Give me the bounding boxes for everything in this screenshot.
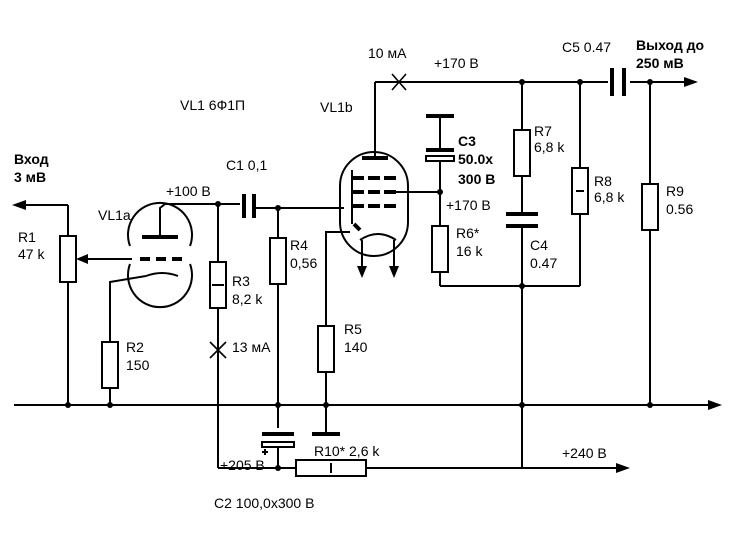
r5-value: 140: [344, 339, 368, 355]
r1-value: 47 k: [18, 246, 45, 262]
resistor-r2: [101, 341, 119, 389]
input-section: [12, 200, 132, 408]
resistor-r5: [317, 325, 335, 373]
tube-vl1a: [109, 201, 193, 342]
tube-vl1b: [325, 151, 440, 326]
resistor-r6: [431, 225, 449, 273]
capacitor-c2: [261, 432, 295, 468]
output-title: Выход до: [636, 37, 704, 53]
capacitor-c1: [242, 194, 344, 218]
r10-label: R10* 2,6 k: [314, 443, 380, 459]
r7-value: 6,8 k: [534, 139, 565, 155]
voltage-240: +240 В: [562, 445, 607, 461]
capacitor-c5: [608, 66, 630, 98]
voltage-170-mid: +170 В: [446, 197, 491, 213]
current-mark-10ma: [391, 73, 407, 91]
r9-value: 0.56: [666, 201, 693, 217]
current-mid-label: 13 мА: [232, 339, 271, 355]
r2-name: R2: [126, 339, 144, 355]
ground-bus: [14, 400, 722, 410]
output-level: 250 мВ: [636, 55, 684, 71]
voltage-100: +100 В: [166, 183, 211, 199]
current-mark-13ma: [209, 341, 227, 359]
tube-a-label: VL1a: [98, 207, 131, 223]
c1-label: C1 0,1: [226, 157, 267, 173]
r8-name: R8: [594, 173, 612, 189]
input-level: 3 мВ: [14, 169, 46, 185]
c3-value1: 50.0x: [458, 151, 493, 167]
r3-value: 8,2 k: [232, 291, 263, 307]
r4-value: 0,56: [290, 255, 317, 271]
r1-name: R1: [18, 229, 36, 245]
r6-name: R6*: [456, 225, 480, 241]
tube-type-label: VL1 6Ф1П: [180, 97, 245, 113]
input-title: Вход: [14, 151, 49, 167]
capacitor-c4: [506, 212, 538, 228]
c5-label: C5 0.47: [562, 39, 611, 55]
resistor-r9: [641, 183, 659, 231]
voltage-205: +205 В: [220, 457, 265, 473]
r4-name: R4: [290, 237, 308, 253]
c3-value2: 300 В: [458, 171, 495, 187]
tube-b-label: VL1b: [320, 99, 353, 115]
c2-label: C2 100,0x300 В: [214, 495, 314, 511]
c4-name: C4: [530, 237, 548, 253]
r9-name: R9: [666, 183, 684, 199]
r6-value: 16 k: [456, 243, 483, 259]
voltage-170-top: +170 В: [434, 55, 479, 71]
r8-value: 6,8 k: [594, 189, 625, 205]
r5-name: R5: [344, 321, 362, 337]
r3-name: R3: [232, 273, 250, 289]
r2-value: 150: [126, 357, 150, 373]
current-top-label: 10 мА: [368, 45, 407, 61]
c4-value: 0.47: [530, 255, 557, 271]
r7-name: R7: [534, 123, 552, 139]
resistor-r4: [269, 237, 287, 285]
resistor-r7: [513, 129, 531, 177]
c3-name: C3: [458, 133, 476, 149]
